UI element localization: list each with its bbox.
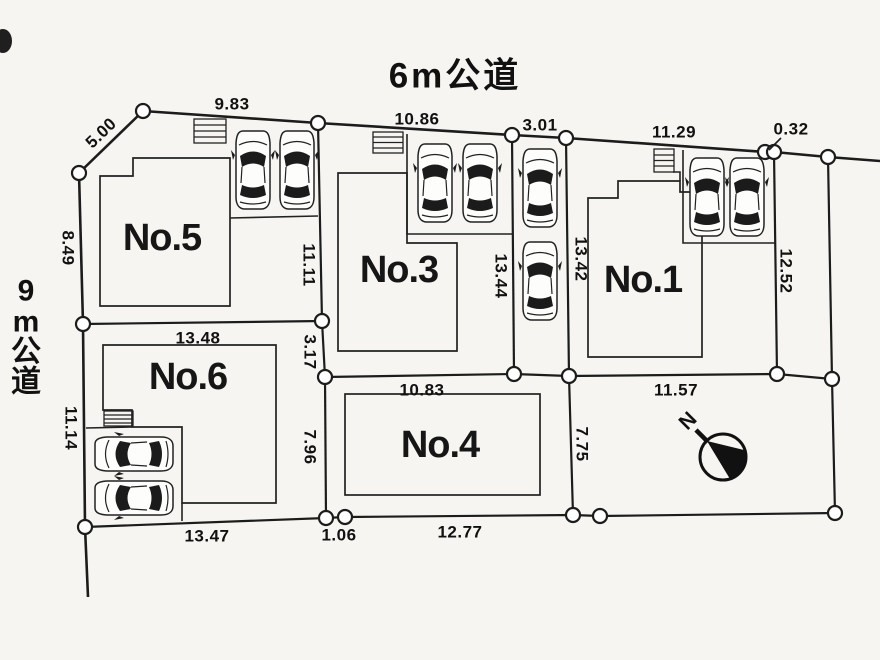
dim-13-42: 13.42	[572, 236, 591, 281]
dim-3-01: 3.01	[522, 116, 557, 135]
porch-no1	[673, 171, 681, 181]
boundary-no5-no6	[82, 319, 323, 326]
boundary-no3-strip	[510, 134, 516, 375]
dim-10-86: 10.86	[394, 110, 439, 129]
survey-point	[765, 143, 783, 161]
survey-point	[505, 365, 523, 383]
dim-11-57: 11.57	[654, 381, 698, 400]
plot-label-no3: No.3	[360, 249, 438, 291]
survey-points	[70, 102, 844, 536]
dim-7-75: 7.75	[573, 426, 592, 461]
survey-point	[316, 368, 334, 386]
left-road-label-char: 9	[18, 275, 35, 308]
survey-point	[76, 518, 94, 536]
survey-point	[503, 126, 521, 144]
left-road-line	[77, 172, 90, 598]
boundary-no6-no4	[323, 376, 328, 519]
left-road-label-char: 道	[11, 366, 41, 399]
car-icon	[517, 241, 563, 321]
survey-point	[564, 506, 582, 524]
corner-cut-line	[78, 110, 144, 174]
car-icon	[94, 431, 174, 477]
dim-8-49: 8.49	[59, 230, 78, 265]
dim-11-29: 11.29	[652, 123, 696, 142]
survey-point	[309, 114, 327, 132]
dim-3-17: 3.17	[301, 334, 320, 369]
boundary-south	[84, 511, 836, 529]
car-icon	[457, 143, 503, 223]
left-road-label-char: 公	[11, 336, 41, 369]
dim-12-77: 12.77	[437, 523, 482, 542]
dim-10-83: 10.83	[399, 381, 444, 400]
car-icon	[724, 157, 770, 237]
plot-label-no5: No.5	[123, 217, 202, 259]
dim-9-83: 9.83	[214, 95, 249, 114]
plot-label-no4: No.4	[401, 424, 480, 466]
car-icon	[684, 157, 730, 237]
car-icon	[94, 475, 174, 521]
survey-point	[768, 365, 786, 383]
car-icon	[230, 130, 276, 210]
house-no1	[587, 180, 703, 358]
survey-point	[70, 164, 88, 182]
plot-label-no1: No.1	[604, 259, 683, 301]
dim-13-47: 13.47	[184, 527, 229, 546]
dim-13-44: 13.44	[492, 253, 511, 298]
dim-13-48: 13.48	[175, 329, 220, 348]
survey-point	[557, 129, 575, 147]
dim-0-32: 0.32	[773, 120, 808, 139]
stairs-no6-icon	[103, 410, 134, 427]
house-no4	[344, 393, 541, 496]
survey-point	[591, 507, 609, 525]
parking-box-no1	[682, 150, 775, 244]
left-road-label-char: m	[13, 306, 40, 339]
survey-point	[74, 315, 92, 333]
house-no5	[99, 157, 231, 307]
survey-point	[560, 367, 578, 385]
stairs-no5-icon	[193, 118, 227, 144]
dimension-labels: 5.00 9.83 10.86 3.01 11.29 0.32 8.49 11.…	[59, 95, 809, 546]
parking-box-no3	[406, 134, 513, 235]
scan-smudge	[0, 29, 12, 53]
dim-7-96: 7.96	[301, 429, 320, 464]
stairs-no3-icon	[372, 131, 404, 154]
survey-point	[317, 509, 335, 527]
parking-line-no6-top	[85, 426, 133, 429]
top-road-label: 6m公道	[389, 57, 522, 96]
boundary-no1-east	[772, 151, 779, 375]
plot-label-no6: No.6	[149, 356, 227, 398]
car-icon	[412, 143, 458, 223]
road-labels: 6m公道 9 m 公 道	[11, 57, 522, 399]
stair-hatches	[103, 118, 675, 427]
dim-11-11: 11.11	[300, 243, 319, 286]
car-icon	[274, 130, 320, 210]
parking-line-no5	[229, 215, 319, 219]
survey-point	[336, 508, 354, 526]
dim-11-14: 11.14	[62, 406, 81, 450]
house-footprints	[99, 157, 703, 504]
dim-1-06: 1.06	[321, 526, 356, 545]
parking-lines	[85, 134, 775, 521]
survey-point	[826, 504, 844, 522]
stairs-no1-icon	[653, 148, 675, 173]
house-no6	[102, 344, 277, 504]
road-boundaries	[77, 109, 880, 598]
car-icon	[517, 148, 563, 228]
compass-needle	[707, 441, 746, 479]
plot-labels: No.5 No.3 No.1 No.6 No.4	[123, 217, 684, 466]
survey-point	[819, 148, 837, 166]
top-road-line	[142, 109, 880, 163]
compass-shaft	[694, 428, 710, 444]
dim-0-32-leader	[768, 137, 782, 151]
survey-point	[134, 102, 152, 120]
survey-point	[313, 312, 331, 330]
survey-point	[823, 370, 841, 388]
dim-12-52: 12.52	[777, 248, 796, 293]
